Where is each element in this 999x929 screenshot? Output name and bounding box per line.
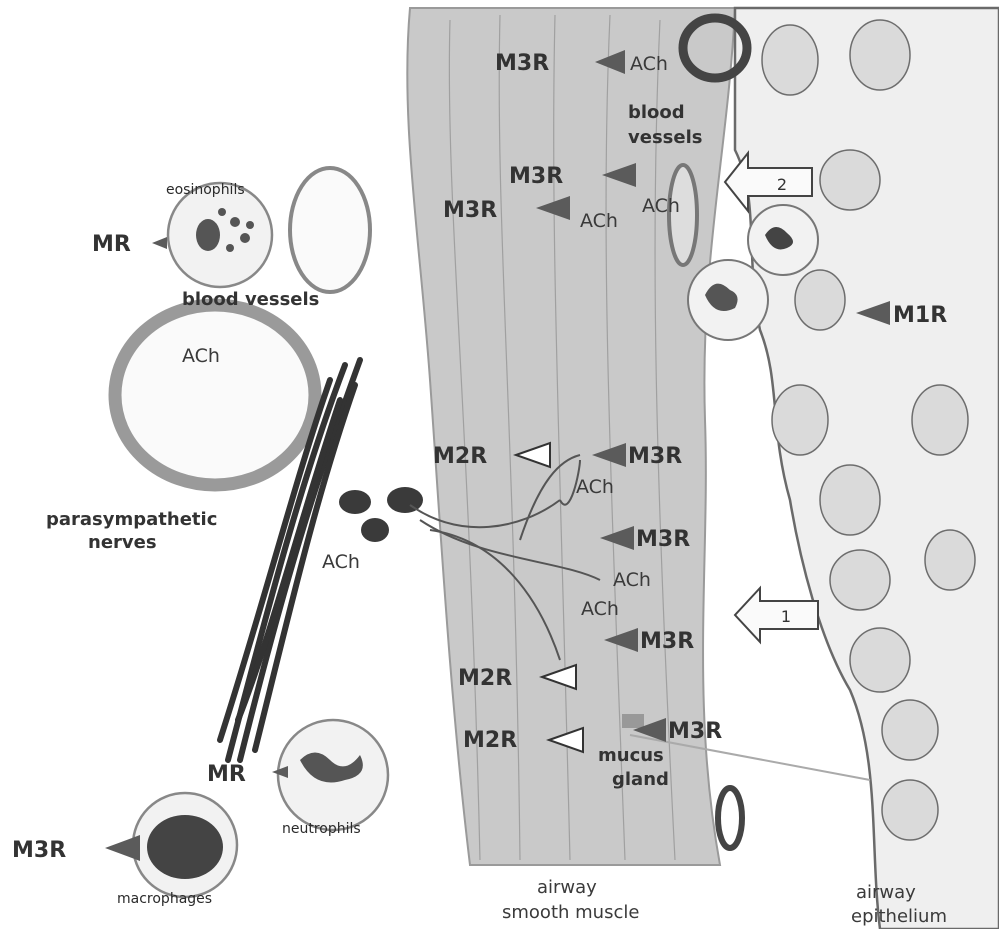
ach-label-fiber1: ACh	[613, 569, 651, 591]
blood-vessel-left-large	[115, 305, 315, 485]
arrow-2-number: 2	[777, 175, 787, 194]
smooth-muscle-label-2: smooth muscle	[502, 902, 639, 923]
blood-vessels-right-label-1: blood	[628, 102, 685, 123]
macrophage-nucleus	[147, 815, 223, 879]
m1r-label-epithelium: M1R	[893, 303, 947, 328]
m3r-label-nerve: M3R	[628, 444, 682, 469]
mr-label-neutrophil: MR	[207, 762, 246, 787]
ach-label-nerve-terminal: ACh	[576, 476, 614, 498]
parasympathetic-label-2: nerves	[88, 532, 157, 553]
macrophages-label: macrophages	[117, 891, 212, 907]
mucus-gland-label-1: mucus	[598, 745, 664, 766]
blood-vessels-right-label-2: vessels	[628, 127, 702, 148]
numbered-arrow-1: 1	[735, 588, 818, 642]
ach-label-top: ACh	[630, 53, 668, 75]
m3r-label-gland: M3R	[668, 719, 722, 744]
ach-label-ganglion: ACh	[322, 551, 360, 573]
arrowhead-mr-eos	[152, 237, 167, 249]
blood-vessels-left-label: blood vessels	[182, 289, 319, 310]
ach-label-vessel: ACh	[182, 345, 220, 367]
ach-label-mid1: ACh	[642, 195, 680, 217]
smooth-muscle-label-1: airway	[537, 877, 597, 898]
blood-vessel-left-upper	[290, 168, 370, 292]
arrowhead-m3-macro	[105, 835, 140, 861]
m3r-label-top: M3R	[495, 51, 549, 76]
m3r-label-muscle2: M3R	[640, 629, 694, 654]
m2r-label-low2: M2R	[463, 728, 517, 753]
mucus-gland-label-2: gland	[612, 769, 669, 790]
m3r-label-mid2: M3R	[443, 198, 497, 223]
eosinophils-label: eosinophils	[166, 182, 245, 198]
m2r-label-low1: M2R	[458, 666, 512, 691]
m3r-label-muscle1: M3R	[636, 527, 690, 552]
mr-label-eosinophil: MR	[92, 232, 131, 257]
m3r-label-mid1: M3R	[509, 164, 563, 189]
epithelium-label-1: airway	[856, 882, 916, 903]
mucus-gland	[622, 714, 644, 728]
epithelium-region	[735, 8, 999, 929]
ach-label-fiber2: ACh	[581, 598, 619, 620]
m2r-label-nerve: M2R	[433, 444, 487, 469]
m3r-label-macrophage: M3R	[12, 838, 66, 863]
parasympathetic-label-1: parasympathetic	[46, 509, 217, 530]
arrow-1-number: 1	[781, 607, 791, 626]
ach-label-mid2: ACh	[580, 210, 618, 232]
blood-vessel-low-right	[718, 788, 742, 848]
epithelium-label-2: epithelium	[851, 906, 947, 927]
nerve-ganglia	[339, 487, 423, 542]
neutrophils-label: neutrophils	[282, 821, 361, 837]
